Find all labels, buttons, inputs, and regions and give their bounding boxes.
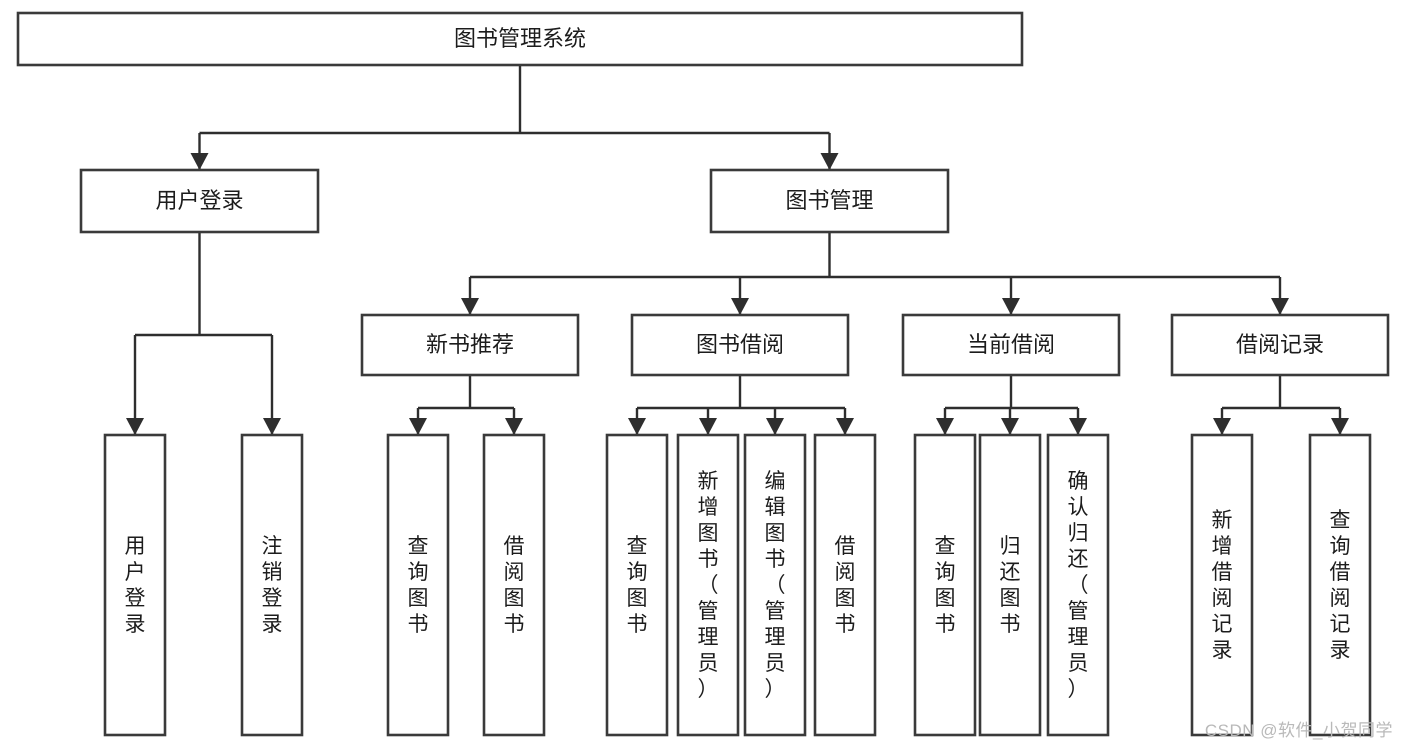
arrow-head-icon bbox=[505, 418, 523, 435]
node-leaf-confirm-return[interactable]: 确认归还（管理员） bbox=[1046, 433, 1110, 737]
node-label: 编辑图书（管理员） bbox=[765, 470, 786, 701]
node-label: 图书管理系统 bbox=[454, 26, 586, 51]
node-box bbox=[79, 168, 320, 234]
connector-layer bbox=[126, 65, 1349, 435]
node-box bbox=[16, 11, 1024, 67]
node-label: 查询图书 bbox=[408, 535, 429, 636]
node-new-book-recommend[interactable]: 新书推荐 bbox=[360, 313, 580, 377]
arrow-head-icon bbox=[731, 298, 749, 315]
node-label: 新增图书（管理员） bbox=[698, 470, 719, 701]
node-label: 借阅图书 bbox=[504, 535, 525, 636]
node-leaf-user-login[interactable]: 用户登录 bbox=[103, 433, 167, 737]
node-label: 新增借阅记录 bbox=[1212, 509, 1233, 662]
node-book-borrow[interactable]: 图书借阅 bbox=[630, 313, 850, 377]
arrow-head-icon bbox=[936, 418, 954, 435]
arrow-head-icon bbox=[1001, 418, 1019, 435]
arrow-head-icon bbox=[1002, 298, 1020, 315]
node-leaf-edit-book[interactable]: 编辑图书（管理员） bbox=[743, 433, 807, 737]
arrow-head-icon bbox=[766, 418, 784, 435]
node-box bbox=[1046, 433, 1110, 737]
node-box bbox=[978, 433, 1042, 737]
node-box bbox=[1170, 313, 1390, 377]
node-box bbox=[813, 433, 877, 737]
node-box bbox=[743, 433, 807, 737]
node-box bbox=[103, 433, 167, 737]
node-label: 新书推荐 bbox=[426, 332, 514, 357]
node-layer: 图书管理系统用户登录图书管理新书推荐图书借阅当前借阅借阅记录用户登录注销登录查询… bbox=[16, 11, 1390, 737]
node-leaf-add-record[interactable]: 新增借阅记录 bbox=[1190, 433, 1254, 737]
arrow-head-icon bbox=[1271, 298, 1289, 315]
node-label: 图书借阅 bbox=[696, 332, 784, 357]
node-book-manage[interactable]: 图书管理 bbox=[709, 168, 950, 234]
node-label: 查询借阅记录 bbox=[1330, 509, 1351, 662]
node-label: 用户登录 bbox=[155, 188, 243, 213]
node-label: 借阅记录 bbox=[1236, 332, 1324, 357]
node-user-login[interactable]: 用户登录 bbox=[79, 168, 320, 234]
node-box bbox=[676, 433, 740, 737]
node-label: 查询图书 bbox=[935, 535, 956, 636]
node-root[interactable]: 图书管理系统 bbox=[16, 11, 1024, 67]
arrow-head-icon bbox=[1213, 418, 1231, 435]
node-box bbox=[605, 433, 669, 737]
arrow-head-icon bbox=[1069, 418, 1087, 435]
arrow-head-icon bbox=[699, 418, 717, 435]
node-label: 确认归还（管理员） bbox=[1068, 470, 1089, 701]
node-borrow-record[interactable]: 借阅记录 bbox=[1170, 313, 1390, 377]
arrow-head-icon bbox=[409, 418, 427, 435]
node-leaf-borrow-book-2[interactable]: 借阅图书 bbox=[813, 433, 877, 737]
node-label: 查询图书 bbox=[627, 535, 648, 636]
node-current-borrow[interactable]: 当前借阅 bbox=[901, 313, 1121, 377]
node-box bbox=[913, 433, 977, 737]
arrow-head-icon bbox=[263, 418, 281, 435]
arrow-head-icon bbox=[126, 418, 144, 435]
node-box bbox=[1308, 433, 1372, 737]
node-box bbox=[709, 168, 950, 234]
node-box bbox=[630, 313, 850, 377]
arrow-head-icon bbox=[461, 298, 479, 315]
node-label: 归还图书 bbox=[1000, 535, 1021, 636]
node-label: 注销登录 bbox=[262, 535, 283, 636]
watermark-text: CSDN @软件_小贺同学 bbox=[1204, 721, 1393, 740]
node-label: 图书管理 bbox=[785, 188, 873, 213]
node-leaf-return-book[interactable]: 归还图书 bbox=[978, 433, 1042, 737]
node-box bbox=[240, 433, 304, 737]
node-leaf-query-record[interactable]: 查询借阅记录 bbox=[1308, 433, 1372, 737]
arrow-head-icon bbox=[836, 418, 854, 435]
node-label: 用户登录 bbox=[125, 535, 146, 636]
node-leaf-query-book-2[interactable]: 查询图书 bbox=[605, 433, 669, 737]
arrow-head-icon bbox=[628, 418, 646, 435]
node-box bbox=[1190, 433, 1254, 737]
node-label: 借阅图书 bbox=[835, 535, 856, 636]
arrow-head-icon bbox=[820, 153, 839, 170]
node-box bbox=[386, 433, 450, 737]
node-label: 当前借阅 bbox=[967, 332, 1055, 357]
node-leaf-borrow-book-1[interactable]: 借阅图书 bbox=[482, 433, 546, 737]
arrow-head-icon bbox=[190, 153, 209, 170]
node-leaf-logout[interactable]: 注销登录 bbox=[240, 433, 304, 737]
node-leaf-query-book-1[interactable]: 查询图书 bbox=[386, 433, 450, 737]
node-box bbox=[901, 313, 1121, 377]
arrow-head-icon bbox=[1331, 418, 1349, 435]
node-box bbox=[482, 433, 546, 737]
node-leaf-query-book-3[interactable]: 查询图书 bbox=[913, 433, 977, 737]
node-leaf-add-book[interactable]: 新增图书（管理员） bbox=[676, 433, 740, 737]
node-box bbox=[360, 313, 580, 377]
